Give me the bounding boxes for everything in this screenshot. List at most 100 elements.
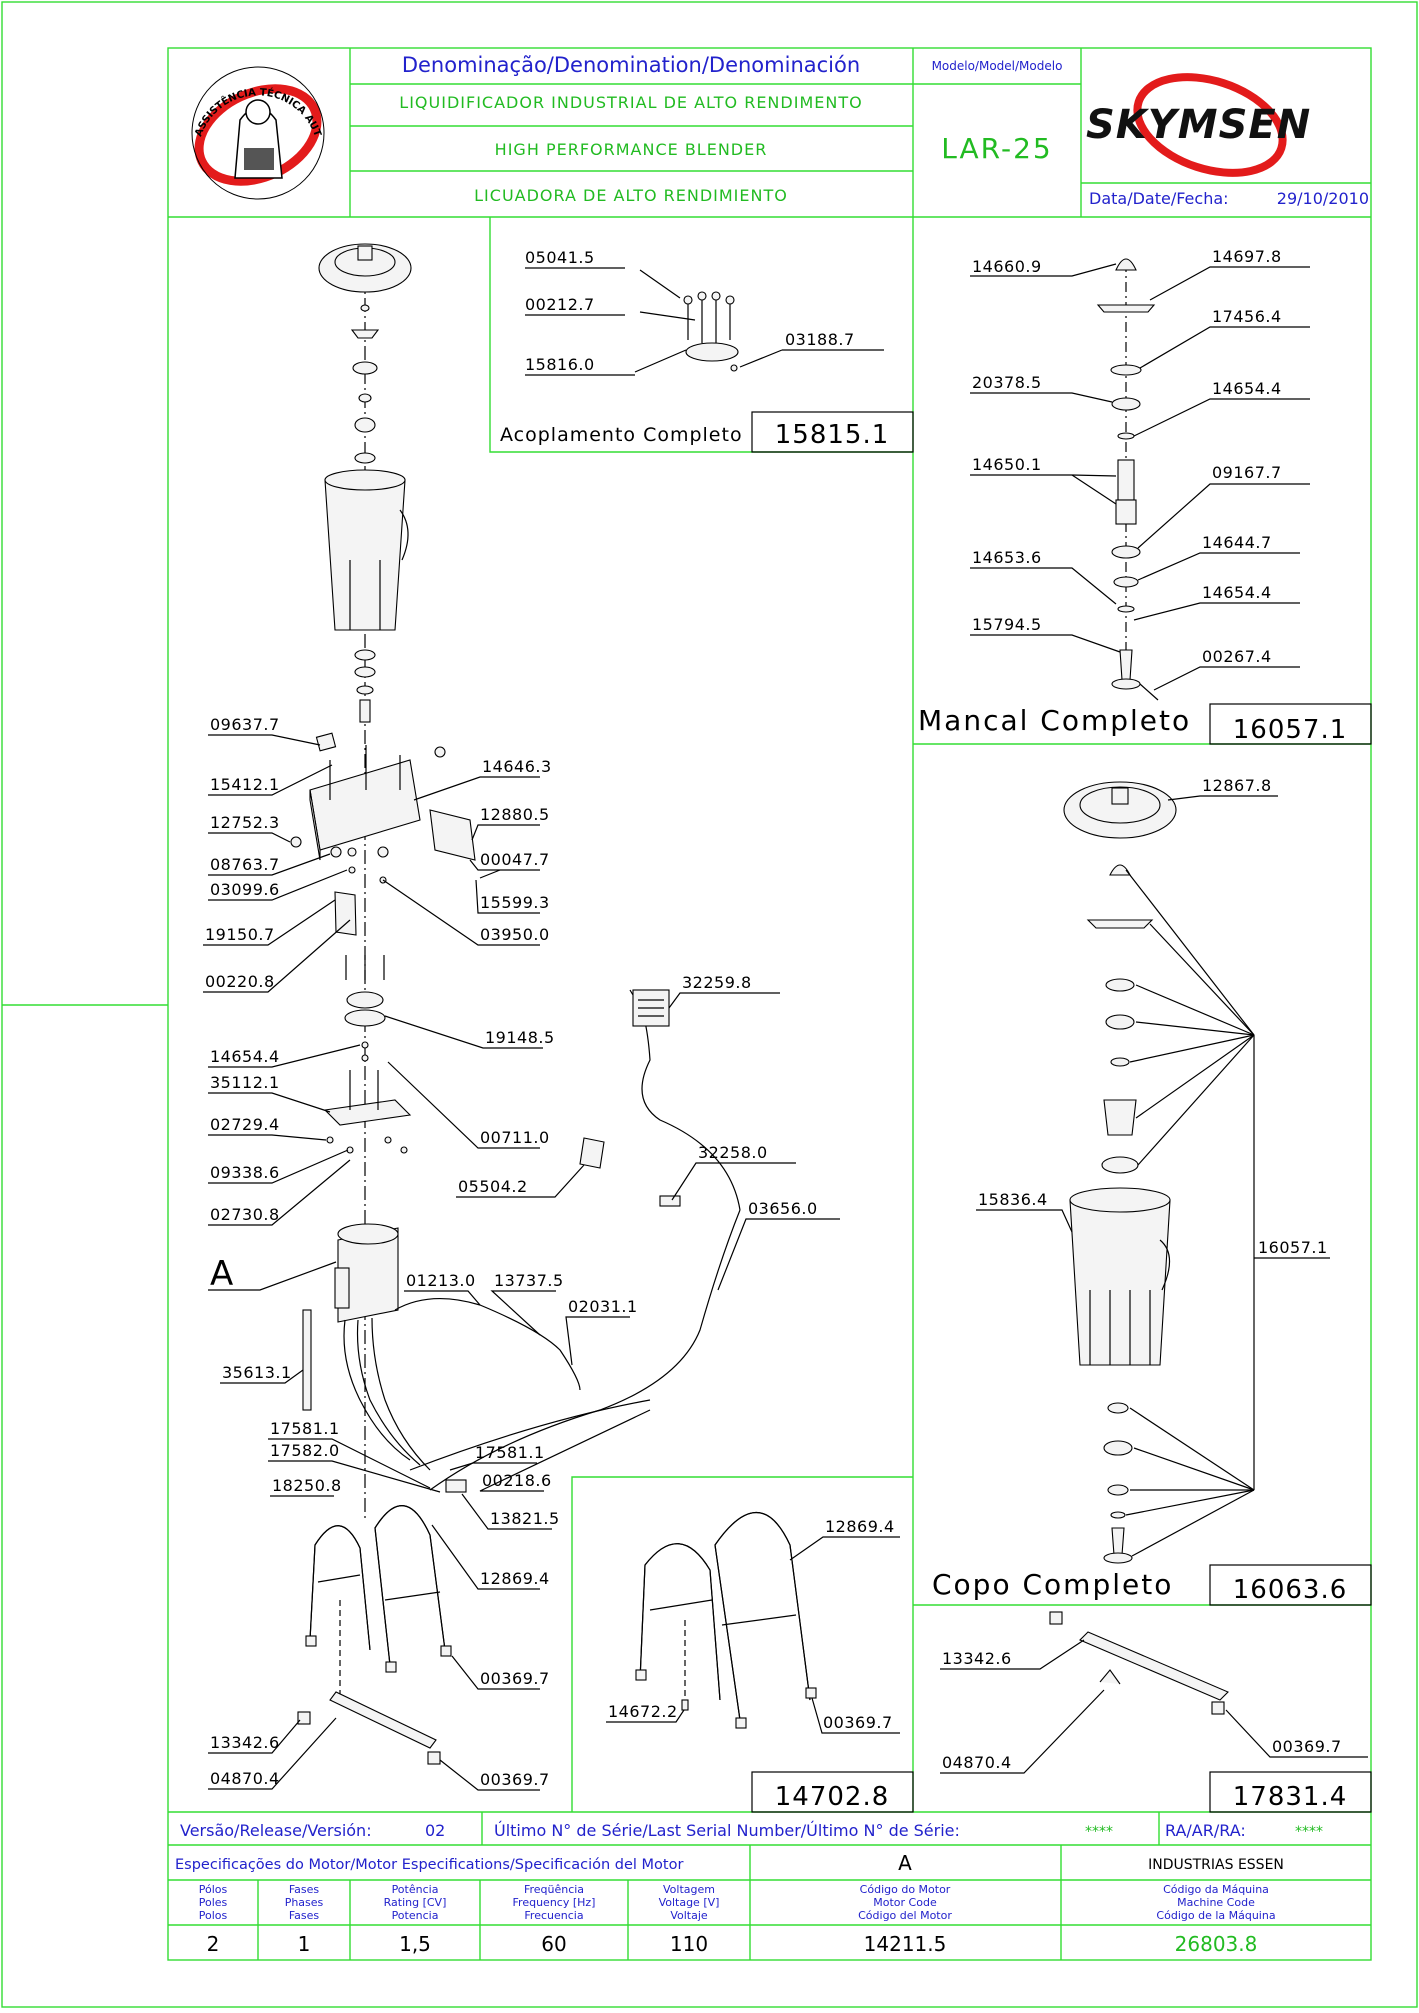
phases-header: Fases: [289, 1909, 320, 1922]
main-part: 00369.7: [480, 1669, 550, 1688]
wiring-part: 13821.5: [490, 1509, 560, 1528]
frequency-header: Freqüência: [524, 1883, 584, 1896]
phases-header: Phases: [285, 1896, 324, 1909]
bearing-part: 14697.8: [1212, 247, 1282, 266]
poles-value: 2: [207, 1932, 220, 1956]
frequency-header: Frecuencia: [524, 1909, 583, 1922]
main-part: 00047.7: [480, 850, 550, 869]
machine-code-header: Machine Code: [1177, 1896, 1255, 1909]
main-part: 02729.4: [210, 1115, 280, 1134]
wiring-part: 32259.8: [682, 973, 752, 992]
power-header: Potência: [392, 1883, 439, 1896]
coupling-assembly: [634, 269, 783, 373]
voltage-header: Voltaje: [670, 1909, 708, 1922]
wiring-part: 32258.0: [698, 1143, 768, 1162]
main-part: 13342.6: [210, 1733, 280, 1752]
cup-code: 16063.6: [1233, 1575, 1348, 1605]
main-part: 12880.5: [480, 805, 550, 824]
ra-label: RA/AR/RA:: [1165, 1821, 1246, 1840]
motor-spec-label: Especificações do Motor/Motor Especifica…: [175, 1857, 683, 1873]
bearing-part: 14644.7: [1202, 533, 1272, 552]
wiring-part: 01213.0: [406, 1271, 476, 1290]
name-english: HIGH PERFORMANCE BLENDER: [495, 140, 768, 159]
bearing-part: 09167.7: [1212, 463, 1282, 482]
wiring-part: 05504.2: [458, 1177, 528, 1196]
coupling-part: 00212.7: [525, 295, 595, 314]
main-exploded-view: [290, 243, 741, 1765]
main-part: 03950.0: [480, 925, 550, 944]
voltage-value: 110: [670, 1932, 708, 1956]
bearing-part: 20378.5: [972, 373, 1042, 392]
main-part: 03099.6: [210, 880, 280, 899]
poles-header: Polos: [199, 1909, 228, 1922]
coupling-part: 05041.5: [525, 248, 595, 267]
main-part: 00220.8: [205, 972, 275, 991]
coupling-part: 15816.0: [525, 355, 595, 374]
power-value: 1,5: [399, 1932, 431, 1956]
main-part: 00711.0: [480, 1128, 550, 1147]
motor-code-header: Código do Motor: [860, 1883, 951, 1896]
coupling-title: Acoplamento Completo: [500, 424, 743, 446]
denomination-label: Denominação/Denomination/Denominación: [402, 53, 860, 77]
bearing-part: 14650.1: [972, 455, 1042, 474]
manufacturer: INDUSTRIAS ESSEN: [1148, 1857, 1284, 1873]
cup-title: Copo Completo: [932, 1568, 1173, 1601]
main-part: 17582.0: [270, 1441, 340, 1460]
main-part: 19148.5: [485, 1028, 555, 1047]
ra-value: ****: [1295, 1824, 1323, 1840]
phases-value: 1: [298, 1932, 311, 1956]
main-part: 35112.1: [210, 1073, 280, 1092]
wiring-part: 17581.1: [475, 1443, 545, 1462]
wiring-part: 00218.6: [482, 1471, 552, 1490]
base-assembly: [1049, 1611, 1229, 1715]
motor-code-header: Código del Motor: [858, 1909, 952, 1922]
skymsen-logo: SKYMSEN: [1086, 73, 1310, 177]
motor-code-value: 14211.5: [864, 1932, 947, 1956]
wiring-part: 03656.0: [748, 1199, 818, 1218]
main-part: 08763.7: [210, 855, 280, 874]
bearing-part: 14654.4: [1212, 379, 1282, 398]
stand-code: 14702.8: [775, 1782, 890, 1812]
main-part: 19150.7: [205, 925, 275, 944]
frequency-value: 60: [541, 1932, 566, 1956]
model-label: Modelo/Model/Modelo: [932, 59, 1063, 73]
bearing-part: 14660.9: [972, 257, 1042, 276]
coupling-part: 03188.7: [785, 330, 855, 349]
bearing-code: 16057.1: [1233, 715, 1348, 745]
main-part: 09637.7: [210, 715, 280, 734]
main-part: 18250.8: [272, 1476, 342, 1495]
motor-code-header: Motor Code: [873, 1896, 937, 1909]
serial-value: ****: [1085, 1824, 1113, 1840]
phases-header: Fases: [289, 1883, 320, 1896]
bearing-part: 17456.4: [1212, 307, 1282, 326]
serial-label: Último N° de Série/Last Serial Number/Úl…: [494, 1821, 960, 1840]
stand-assembly: [635, 1511, 817, 1729]
version-value: 02: [425, 1821, 445, 1840]
main-part: 02730.8: [210, 1205, 280, 1224]
cup-assembly: [1063, 781, 1255, 1564]
main-part: 04870.4: [210, 1769, 280, 1788]
machine-code-value: 26803.8: [1175, 1932, 1258, 1956]
date-value: 29/10/2010: [1277, 189, 1369, 208]
main-part: 14654.4: [210, 1047, 280, 1066]
base-part: 04870.4: [942, 1753, 1012, 1772]
main-part: 17581.1: [270, 1419, 340, 1438]
stand-part: 12869.4: [825, 1517, 895, 1536]
bearing-part: 00267.4: [1202, 647, 1272, 666]
cup-part: 15836.4: [978, 1190, 1048, 1209]
machine-code-header: Código da Máquina: [1163, 1883, 1269, 1896]
main-part: 00369.7: [480, 1770, 550, 1789]
bearing-part: 14653.6: [972, 548, 1042, 567]
bearing-part: 14654.4: [1202, 583, 1272, 602]
bearing-part: 15794.5: [972, 615, 1042, 634]
main-part: 15412.1: [210, 775, 280, 794]
main-part: 12869.4: [480, 1569, 550, 1588]
main-part: 12752.3: [210, 813, 280, 832]
base-code: 17831.4: [1233, 1782, 1348, 1812]
model-code: LAR-25: [941, 132, 1052, 165]
frequency-header: Frequency [Hz]: [513, 1896, 596, 1909]
main-part: 15599.3: [480, 893, 550, 912]
motor-letter: A: [210, 1254, 234, 1294]
